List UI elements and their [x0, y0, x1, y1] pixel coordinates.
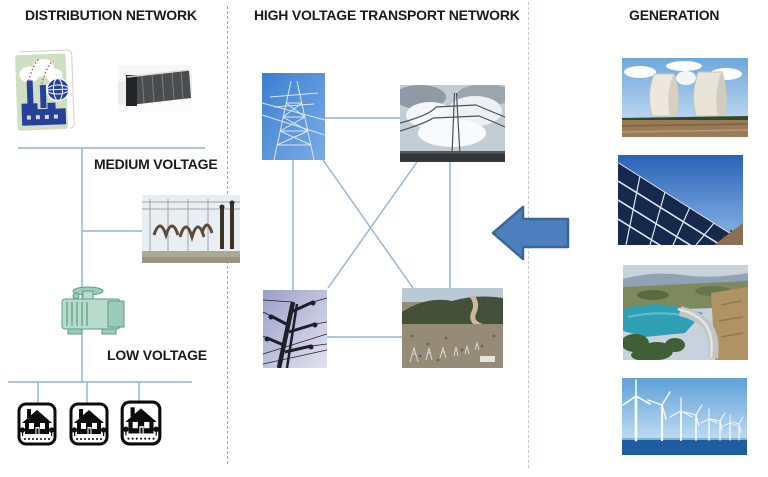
house-consumer-icon: [17, 402, 57, 446]
solar-panels-photo: [618, 155, 743, 245]
low-voltage-label: LOW VOLTAGE: [107, 347, 207, 363]
medium-voltage-label: MEDIUM VOLTAGE: [94, 156, 218, 172]
smoke-dots-icon: [27, 58, 40, 85]
substation-photo: [142, 195, 240, 263]
transmission-corridor-landscape-photo: [402, 288, 503, 368]
server-racks-photo: [118, 65, 192, 112]
distribution-section-title: DISTRIBUTION NETWORK: [25, 7, 197, 23]
distribution-transformer-clipart: [61, 286, 125, 335]
generation-to-transport-arrow: [491, 205, 570, 261]
transport-section-title: HIGH VOLTAGE TRANSPORT NETWORK: [254, 7, 520, 23]
offshore-wind-turbines-photo: [622, 378, 747, 455]
house-consumer-icon: [120, 400, 162, 446]
hydroelectric-dam-photo: [623, 265, 748, 360]
factory-industry-clipart: [12, 49, 75, 134]
transport-diagonal-link-2: [327, 161, 418, 289]
nuclear-cooling-towers-photo: [622, 58, 748, 137]
house-consumer-icon: [69, 402, 109, 446]
generation-section-title: GENERATION: [629, 7, 720, 23]
pylon-closeup-photo: [263, 290, 327, 368]
transport-diagonal-link-1: [322, 159, 414, 289]
transmission-tower-clouds-photo: [400, 85, 505, 162]
factory-silhouette: [21, 102, 67, 126]
transmission-tower-blue-sky-photo: [262, 73, 325, 160]
